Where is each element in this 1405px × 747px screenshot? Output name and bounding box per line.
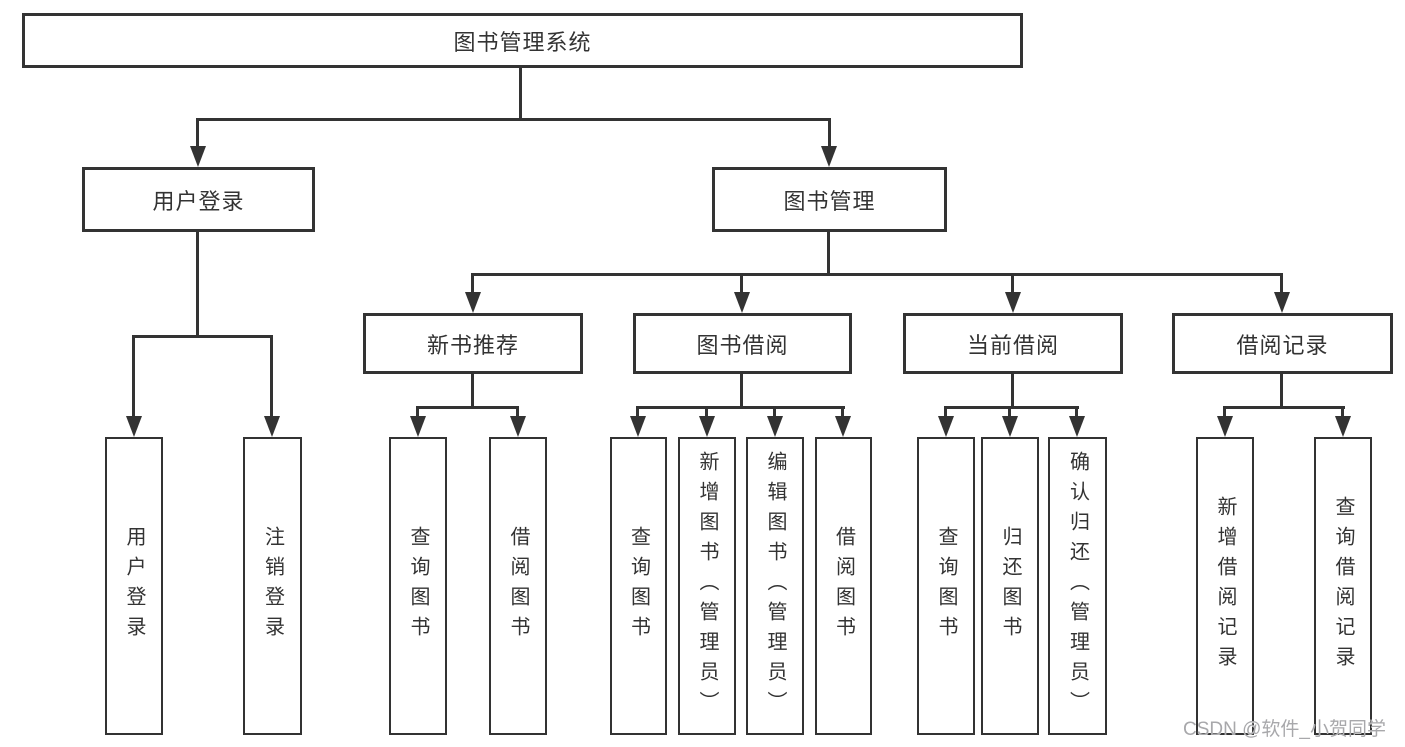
leaf-edit-books-admin: 编辑图书（管理员） (746, 437, 804, 735)
leaf-confirm-return-admin: 确认归还（管理员） (1048, 437, 1107, 735)
connector-mgmt-drop (827, 232, 830, 273)
connector-recommend-split (416, 406, 519, 409)
leaf-label: 编辑图书（管理员） (764, 451, 786, 721)
connector-borrow-arm-1 (636, 406, 639, 418)
connector-mgmt-arm-1 (471, 273, 474, 294)
node-new-book-recommendation: 新书推荐 (363, 313, 583, 374)
leaf-borrowing-borrow-books: 借阅图书 (815, 437, 872, 735)
node-book-management: 图书管理 (712, 167, 947, 232)
connector-mgmt-arm-3 (1011, 273, 1014, 294)
connector-login-split (132, 335, 273, 338)
leaf-recommend-borrow-books: 借阅图书 (489, 437, 547, 735)
arrowhead (1002, 416, 1018, 437)
connector-root-split (196, 118, 831, 121)
leaf-label: 用户登录 (123, 526, 145, 646)
connector-current-drop (1011, 374, 1014, 406)
arrowhead (1335, 416, 1351, 437)
node-label: 图书管理 (783, 188, 876, 214)
leaf-recommend-search-books: 查询图书 (389, 437, 447, 735)
node-label: 用户登录 (152, 188, 245, 214)
connector-current-split (944, 406, 1079, 409)
arrowhead (734, 292, 750, 313)
leaf-borrowing-search-books: 查询图书 (610, 437, 667, 735)
connector-login-arm-2 (270, 335, 273, 418)
leaf-label: 查询图书 (627, 526, 650, 646)
connector-recommend-arm-2 (516, 406, 519, 418)
arrowhead (938, 416, 954, 437)
watermark: CSDN @软件_小贺同学 (1183, 719, 1386, 740)
leaf-user-login: 用户登录 (105, 437, 163, 735)
connector-recommend-arm-1 (416, 406, 419, 418)
leaf-label: 确认归还（管理员） (1066, 451, 1089, 721)
connector-mgmt-arm-4 (1280, 273, 1283, 294)
arrowhead (126, 416, 142, 437)
arrowhead (1069, 416, 1085, 437)
node-label: 图书借阅 (696, 332, 789, 358)
connector-mgmt-split (471, 273, 1283, 276)
node-label: 借阅记录 (1236, 332, 1329, 358)
connector-current-arm-3 (1075, 406, 1078, 418)
connector-current-arm-1 (944, 406, 947, 418)
node-label: 图书管理系统 (453, 29, 592, 55)
connector-current-arm-2 (1008, 406, 1011, 418)
connector-records-split (1223, 406, 1345, 409)
connector-borrow-drop (740, 374, 743, 406)
arrowhead (767, 416, 783, 437)
arrowhead (410, 416, 426, 437)
connector-records-arm-1 (1223, 406, 1226, 418)
connector-login-drop (196, 232, 199, 335)
connector-records-drop (1280, 374, 1283, 406)
connector-root-arm-right (828, 118, 831, 148)
leaf-label: 借阅图书 (832, 526, 855, 646)
leaf-return-books: 归还图书 (981, 437, 1039, 735)
leaf-current-search-books: 查询图书 (917, 437, 975, 735)
leaf-label: 新增借阅记录 (1214, 496, 1236, 676)
leaf-label: 查询借阅记录 (1332, 496, 1354, 676)
node-label: 当前借阅 (966, 332, 1059, 358)
arrowhead (821, 146, 837, 167)
leaf-label: 注销登录 (261, 526, 284, 646)
connector-mgmt-arm-2 (740, 273, 743, 294)
leaf-label: 查询图书 (935, 526, 957, 646)
connector-records-arm-2 (1341, 406, 1344, 418)
connector-recommend-drop (471, 374, 474, 406)
connector-borrow-arm-3 (773, 406, 776, 418)
arrowhead (1005, 292, 1021, 313)
leaf-logout: 注销登录 (243, 437, 302, 735)
node-current-borrowing: 当前借阅 (903, 313, 1123, 374)
arrowhead (1274, 292, 1290, 313)
leaf-label: 查询图书 (407, 526, 429, 646)
arrowhead (465, 292, 481, 313)
node-book-borrowing: 图书借阅 (633, 313, 852, 374)
leaf-label: 归还图书 (999, 526, 1021, 646)
arrowhead (630, 416, 646, 437)
leaf-add-books-admin: 新增图书（管理员） (678, 437, 736, 735)
arrowhead (264, 416, 280, 437)
node-library-management-system: 图书管理系统 (22, 13, 1023, 68)
connector-root-drop (519, 68, 522, 118)
arrowhead (190, 146, 206, 167)
leaf-search-borrow-record: 查询借阅记录 (1314, 437, 1372, 735)
node-user-login: 用户登录 (82, 167, 315, 232)
arrowhead (1217, 416, 1233, 437)
node-borrowing-records: 借阅记录 (1172, 313, 1393, 374)
connector-borrow-split (636, 406, 845, 409)
connector-borrow-arm-4 (841, 406, 844, 418)
connector-borrow-arm-2 (705, 406, 708, 418)
arrowhead (835, 416, 851, 437)
leaf-add-borrow-record: 新增借阅记录 (1196, 437, 1254, 735)
connector-login-arm-1 (132, 335, 135, 418)
arrowhead (510, 416, 526, 437)
leaf-label: 新增图书（管理员） (696, 451, 718, 721)
arrowhead (699, 416, 715, 437)
node-label: 新书推荐 (426, 332, 519, 358)
leaf-label: 借阅图书 (507, 526, 529, 646)
connector-root-arm-left (196, 118, 199, 148)
